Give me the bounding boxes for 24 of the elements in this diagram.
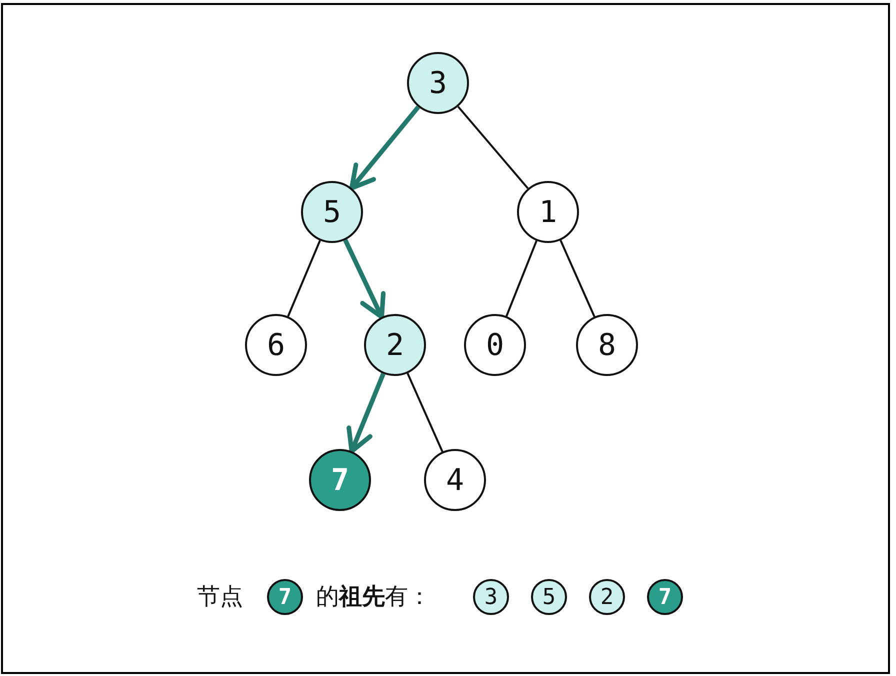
- tree-node: 2: [589, 579, 625, 615]
- tree-node: 1: [517, 181, 579, 243]
- tree-node: 8: [576, 314, 638, 376]
- tree-edge: [287, 240, 321, 317]
- tree-node: 5: [531, 579, 567, 615]
- tree-node: 2: [364, 314, 426, 376]
- caption-text: 节点: [197, 583, 243, 612]
- arrow: [349, 105, 420, 190]
- tree-node: 0: [464, 314, 526, 376]
- caption-text: 的祖先有：: [316, 583, 431, 612]
- tree-node: 7: [309, 449, 371, 511]
- tree-node: 7: [267, 579, 303, 615]
- tree-node: 3: [473, 579, 509, 615]
- tree-node: 3: [407, 52, 469, 114]
- tree-edge: [506, 240, 538, 317]
- arrow: [343, 239, 386, 320]
- tree-node: 4: [424, 449, 486, 511]
- tree-edge: [406, 372, 444, 452]
- tree-edge: [457, 106, 529, 190]
- tree-node: 7: [647, 579, 683, 615]
- tree-node: 6: [245, 314, 307, 376]
- tree-node: 5: [301, 181, 363, 243]
- tree-edge: [560, 240, 596, 318]
- arrow: [346, 372, 386, 454]
